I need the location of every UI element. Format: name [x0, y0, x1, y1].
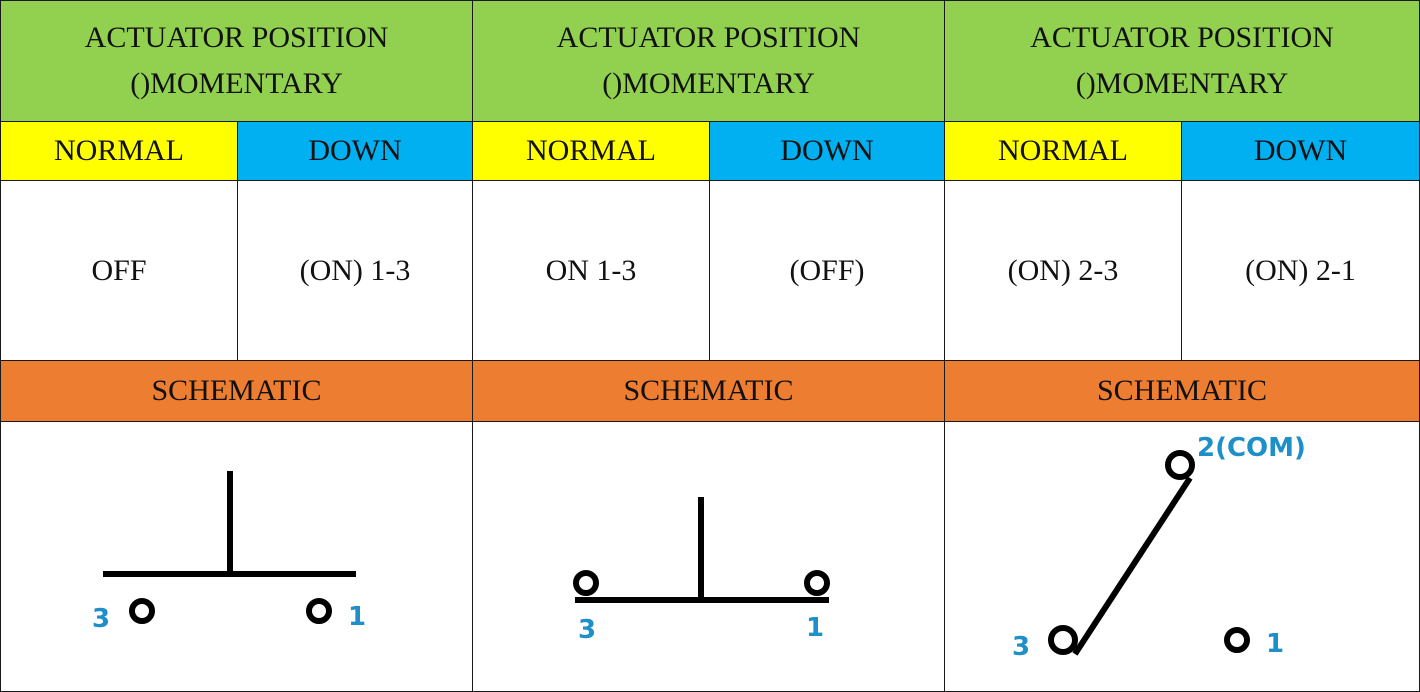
header-title: ACTUATOR POSITION: [556, 21, 861, 54]
column-header: ACTUATOR POSITION ()MOMENTARY: [0, 0, 473, 122]
normal-label: NORMAL: [53, 134, 184, 167]
pin-label-left: 3: [578, 615, 596, 645]
normal-label-cell: NORMAL: [944, 121, 1182, 181]
schematic-cell: [472, 421, 945, 692]
down-label: DOWN: [1253, 134, 1348, 167]
schematic-label: SCHEMATIC: [1096, 374, 1268, 407]
terminal-1-circle: [1224, 627, 1250, 653]
pin-label-right: 1: [348, 602, 366, 632]
header-title: ACTUATOR POSITION: [1030, 21, 1334, 54]
down-value: (ON) 1-3: [299, 253, 411, 287]
down-label-cell: DOWN: [237, 121, 473, 181]
down-label: DOWN: [308, 134, 402, 167]
down-label-cell: DOWN: [1181, 121, 1420, 181]
terminal-1-circle: [306, 598, 332, 624]
down-value: (ON) 2-1: [1245, 253, 1356, 287]
schematic-3: [1048, 450, 1250, 656]
pin-label-right: 1: [806, 613, 824, 643]
normal-value: OFF: [91, 253, 147, 287]
header-subtitle: ()MOMENTARY: [1075, 67, 1289, 100]
switch-lever: [1072, 476, 1193, 656]
column-header: ACTUATOR POSITION ()MOMENTARY: [944, 0, 1420, 122]
down-value: (OFF): [789, 253, 865, 287]
normal-label-cell: NORMAL: [472, 121, 710, 181]
normal-value: (ON) 2-3: [1007, 253, 1119, 287]
terminal-3-circle: [1048, 625, 1078, 655]
column-header: ACTUATOR POSITION ()MOMENTARY: [472, 0, 945, 122]
schematic-label-cell: SCHEMATIC: [0, 360, 473, 422]
schematic-label: SCHEMATIC: [623, 374, 794, 407]
normal-label: NORMAL: [997, 134, 1128, 167]
down-value-cell: (ON) 1-3: [237, 180, 473, 361]
terminal-1-circle: [804, 570, 830, 596]
pin-label-right: 1: [1266, 629, 1284, 659]
pin-label-top: 2(COM): [1197, 433, 1306, 463]
terminal-2-circle: [1165, 450, 1195, 480]
schematic-label-cell: SCHEMATIC: [944, 360, 1420, 422]
normal-value-cell: ON 1-3: [472, 180, 710, 361]
header-title: ACTUATOR POSITION: [84, 21, 389, 54]
header-subtitle: ()MOMENTARY: [602, 67, 815, 100]
schematic-cell: [944, 421, 1420, 692]
normal-value: ON 1-3: [545, 253, 637, 287]
terminal-3-circle: [573, 570, 599, 596]
schematic-label: SCHEMATIC: [151, 374, 322, 407]
pin-label-left: 3: [92, 604, 110, 634]
header-subtitle: ()MOMENTARY: [130, 67, 343, 100]
terminal-3-circle: [129, 598, 155, 624]
schematic-1: [103, 471, 356, 624]
schematic-2: [573, 497, 830, 603]
pin-label-left: 3: [1012, 632, 1030, 662]
down-label: DOWN: [780, 134, 874, 167]
normal-label: NORMAL: [525, 134, 656, 167]
down-label-cell: DOWN: [709, 121, 945, 181]
